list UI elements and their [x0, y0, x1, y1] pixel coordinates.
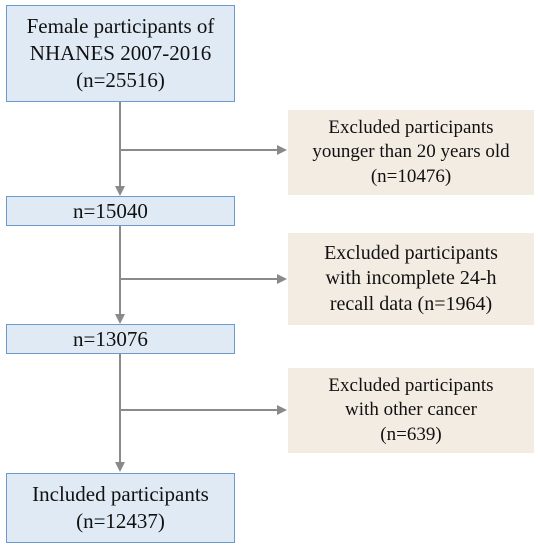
exclusion-1-line-2: younger than 20 years old: [312, 141, 510, 163]
exclusion-3-line-2: with other cancer: [345, 399, 477, 421]
exclusion-box-2: Excluded participants with incomplete 24…: [288, 233, 534, 325]
exclusion-2-arrow: [277, 274, 287, 284]
exclusion-3-line-3: (n=639): [380, 423, 442, 445]
connector-1-arrow: [115, 186, 125, 196]
connector-2-arrow: [115, 314, 125, 324]
connector-2-vertical: [119, 226, 121, 314]
exclusion-1-arrow: [277, 145, 287, 155]
exclusion-box-1: Excluded participants younger than 20 ye…: [288, 110, 534, 195]
final-box: Included participants (n=12437): [6, 473, 235, 543]
final-box-text: Included participants (n=12437): [32, 481, 209, 535]
exclusion-1-branch: [120, 149, 278, 151]
exclusion-2-branch: [120, 278, 278, 280]
step-1-count: n=15040: [73, 198, 148, 223]
start-box-text: Female participants of NHANES 2007-2016 …: [27, 13, 215, 94]
final-line-1: Included participants: [32, 482, 209, 507]
exclusion-3-text: Excluded participants with other cancer …: [328, 374, 493, 447]
exclusion-3-branch: [120, 409, 278, 411]
start-box: Female participants of NHANES 2007-2016 …: [6, 5, 235, 102]
connector-3-arrow: [115, 462, 125, 472]
exclusion-1-text: Excluded participants younger than 20 ye…: [312, 116, 509, 189]
exclusion-2-line-1: Excluded participants: [324, 241, 498, 264]
connector-1-vertical: [119, 102, 121, 186]
step-2-count: n=13076: [73, 326, 148, 351]
exclusion-box-3: Excluded participants with other cancer …: [288, 368, 534, 453]
exclusion-2-line-2: with incomplete 24-h: [325, 267, 497, 290]
exclusion-3-arrow: [277, 405, 287, 415]
exclusion-2-text: Excluded participants with incomplete 24…: [324, 241, 498, 318]
start-line-3: (n=25516): [76, 67, 165, 92]
exclusion-1-line-3: (n=10476): [370, 165, 452, 187]
connector-3-vertical: [119, 354, 121, 462]
exclusion-3-line-1: Excluded participants: [328, 375, 494, 397]
exclusion-1-line-1: Excluded participants: [328, 117, 494, 139]
exclusion-2-line-3: recall data (n=1964): [329, 292, 493, 315]
start-line-1: Female participants of: [26, 14, 215, 39]
start-line-2: NHANES 2007-2016: [29, 41, 212, 66]
final-line-2: (n=12437): [76, 509, 165, 533]
step-1-box: n=15040: [6, 196, 235, 226]
step-2-box: n=13076: [6, 324, 235, 354]
